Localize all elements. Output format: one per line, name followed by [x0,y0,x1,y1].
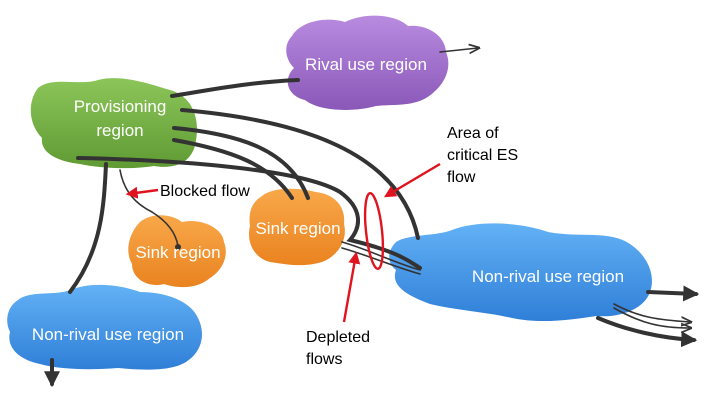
critical-area-label-line3: flow [447,169,476,186]
blocked-flow-line [119,169,179,247]
flow-provisioning-main-channel [76,156,422,270]
depleted-flow-line-1 [341,241,421,271]
depleted-flows-arrow [342,251,361,323]
flow-rival-outflow [439,48,478,52]
depleted-flows-label-line2: flows [306,351,342,368]
blocked-flow-label: Blocked flow [160,183,250,200]
non-rival-use-region-right-label: Non-rival use region [472,267,624,286]
non-rival-use-region-left-label: Non-rival use region [32,325,184,344]
provisioning-region-shape [30,78,197,169]
critical-area-label-line2: critical ES [447,147,518,164]
rival-use-region-shape [286,15,449,110]
non-rival-use-region-left-shape [7,284,202,370]
critical-area-label-line1: Area of [447,125,499,142]
flow-provisioning-to-nonrival-left [68,162,108,294]
flow-provisioning-to-rival [170,78,300,98]
sink-region-center-label: Sink region [255,219,340,238]
flow-provisioning-to-sink-center-b [172,138,294,200]
blocked-flow-endpoint [175,244,181,250]
flow-nonrival-right-outflow-lower [596,316,698,348]
depleted-outflow-1 [613,303,690,322]
critical-area-arrow [383,162,441,198]
depleted-outflow-2 [613,307,690,328]
flow-nonrival-right-outflow-main [646,285,700,302]
provisioning-region-label-line1: Provisioning [74,97,167,116]
sink-region-left-shape [128,215,226,288]
blocked-flow-arrow [125,186,159,199]
sink-region-center-shape [248,188,345,266]
rival-use-region-label: Rival use region [305,55,427,74]
depleted-flows-label-line1: Depleted [306,329,370,346]
provisioning-region-label-line2: region [96,121,143,140]
sink-region-left-label: Sink region [135,243,220,262]
non-rival-use-region-right-shape [389,223,652,322]
critical-area-ellipse [363,191,385,271]
flow-provisioning-to-nonrival-right-upper [180,108,420,240]
flow-provisioning-to-sink-center-a [172,126,310,200]
